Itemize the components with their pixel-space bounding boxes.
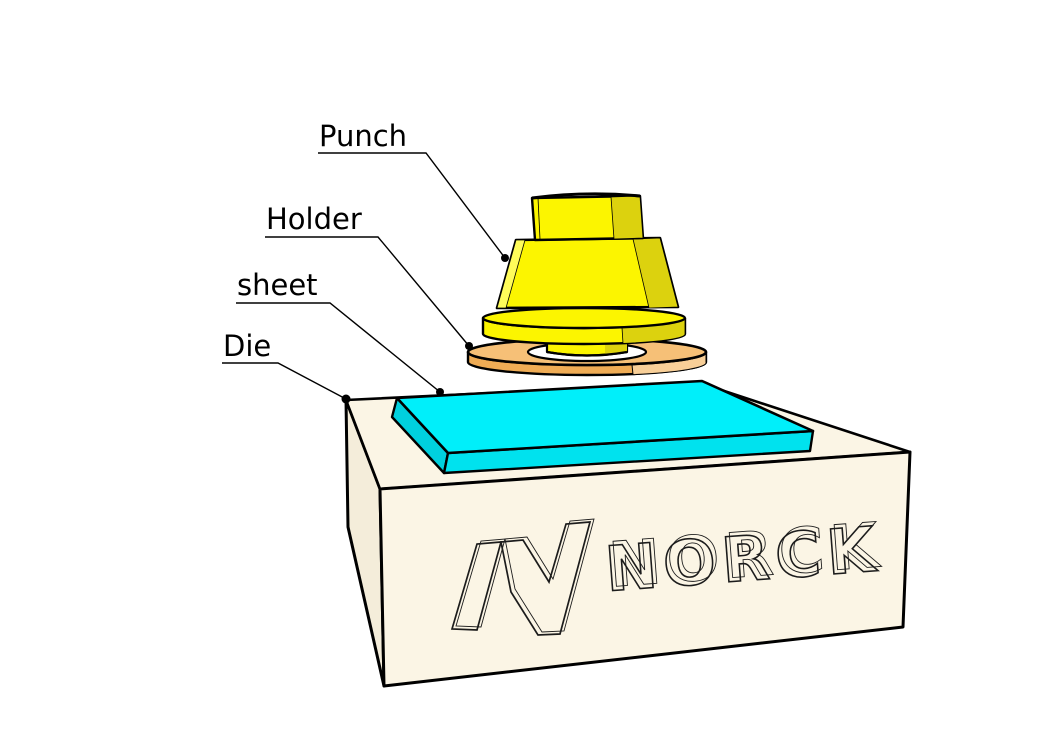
punch-leader-line — [318, 152, 506, 259]
punch-tip-bottom-edge — [546, 350, 628, 357]
die-top-front-edge — [379, 451, 911, 490]
punch-shank — [530, 192, 645, 242]
cone-left-facet — [496, 239, 526, 309]
callouts — [222, 152, 509, 404]
sheet-blank — [390, 379, 815, 475]
shank-left-facet-line — [537, 197, 541, 240]
flange-top-face — [481, 306, 687, 330]
shank-top-edge — [531, 192, 641, 200]
sheet-label: sheet — [237, 268, 318, 302]
die-leader-dot — [341, 394, 351, 404]
shank-right-facet — [610, 195, 644, 240]
die-label: Die — [223, 329, 271, 363]
sheet-leader-line — [236, 302, 441, 393]
norck-n-mark — [450, 521, 592, 636]
norck-n-mark-echo — [455, 518, 595, 633]
callout-labels: Punch Holder sheet Die — [223, 119, 407, 363]
sheet-leader-dot — [436, 388, 444, 396]
punch-flange — [481, 306, 687, 346]
sheet-top-face — [395, 379, 815, 455]
punch-label: Punch — [319, 119, 407, 153]
norck-logo: NORCK NORCK — [450, 508, 887, 636]
die-leader-line — [222, 362, 347, 400]
punch-leader-dot — [501, 254, 509, 262]
holder-label: Holder — [266, 202, 362, 236]
holder-leader-line — [265, 236, 470, 347]
punch-cone — [495, 236, 680, 310]
holder-leader-dot — [465, 342, 473, 350]
cone-right-facet — [632, 237, 679, 309]
